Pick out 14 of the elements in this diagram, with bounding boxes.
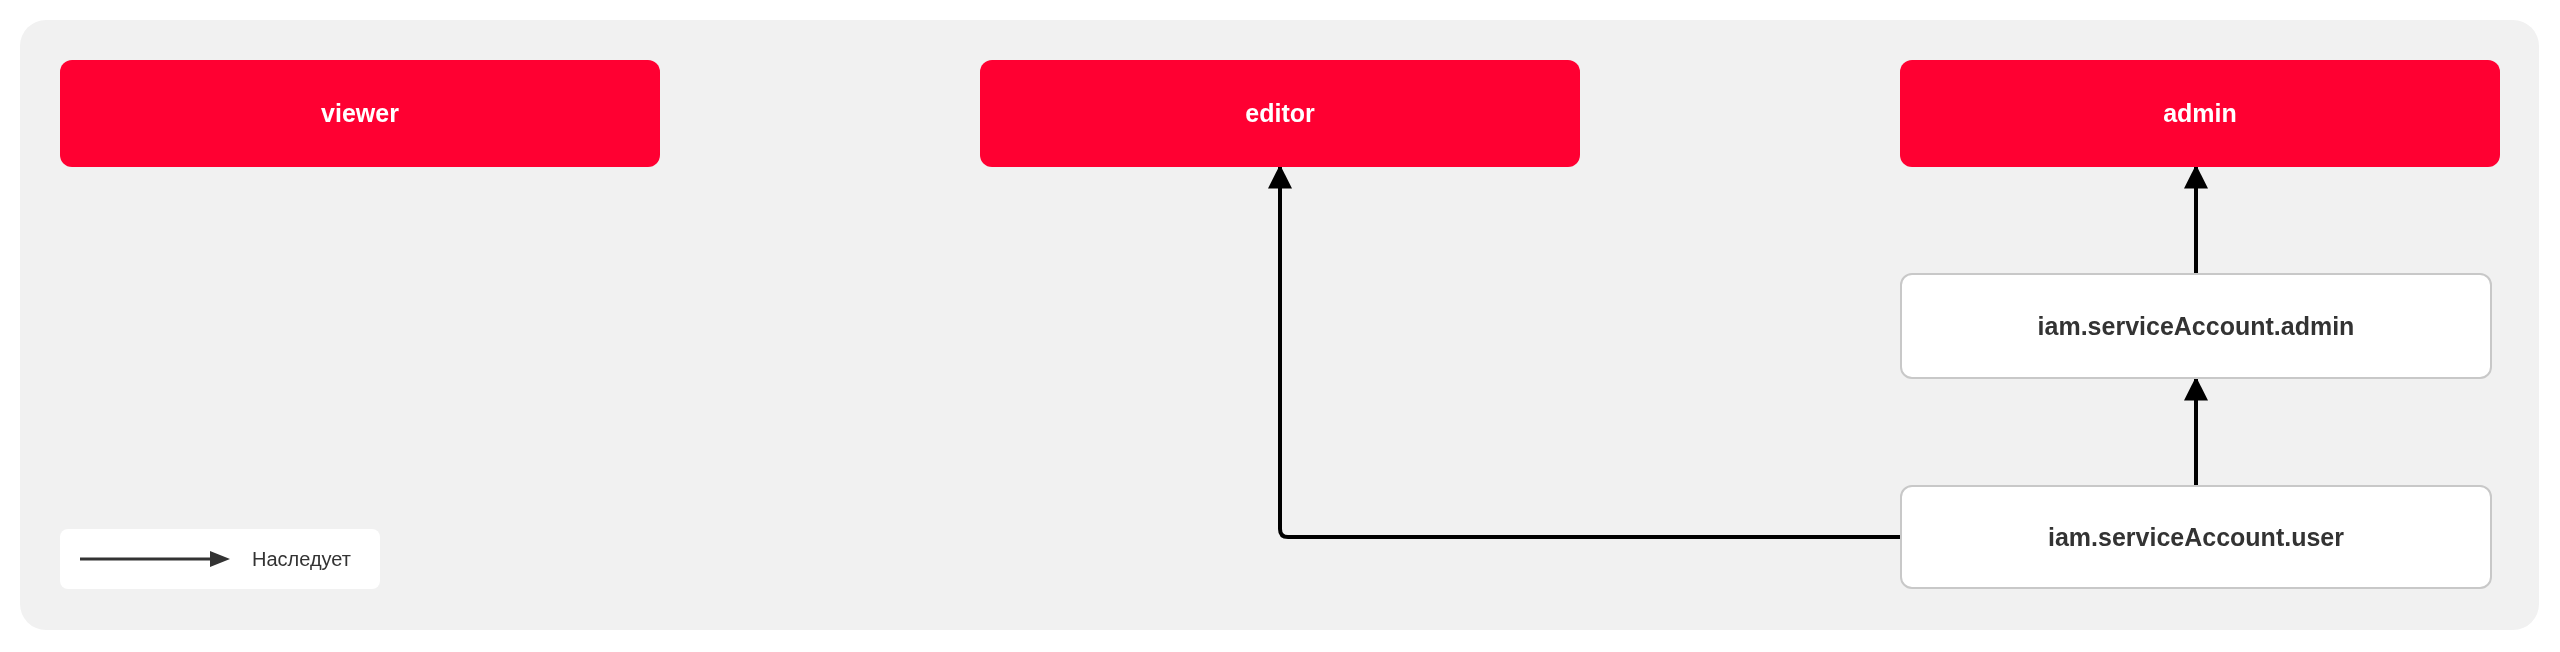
role-box bbox=[980, 60, 1580, 167]
node-label: iam.serviceAccount.user bbox=[2048, 522, 2344, 552]
role-box bbox=[1900, 60, 2500, 167]
role-box bbox=[60, 60, 660, 167]
legend-label: Наследует bbox=[252, 547, 351, 571]
node-label: iam.serviceAccount.admin bbox=[2037, 311, 2355, 341]
node-label: editor bbox=[1245, 99, 1315, 128]
arrow bbox=[2184, 376, 2208, 485]
arrow bbox=[1268, 164, 1900, 539]
permission-box bbox=[1900, 485, 2492, 589]
node-label: admin bbox=[2163, 99, 2237, 128]
node-label: viewer bbox=[321, 99, 399, 128]
arrow bbox=[2184, 164, 2208, 273]
permission-box bbox=[1900, 273, 2492, 379]
